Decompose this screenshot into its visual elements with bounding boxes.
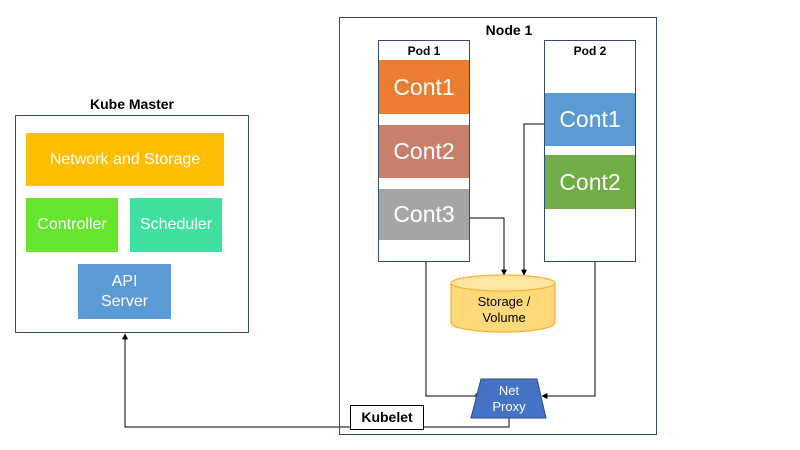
pod1-frame [378, 40, 470, 262]
cont3-to-storage-arrow [469, 217, 507, 276]
net-proxy-label-line1: Net [498, 382, 520, 398]
net-proxy-label-line2: Proxy [492, 399, 526, 414]
scheduler-box: Scheduler [130, 198, 222, 252]
kube-master-frame [15, 115, 249, 333]
pod2-cont1-to-storage-arrow [521, 123, 545, 276]
api-server-label-line1: API [111, 272, 138, 290]
node1-frame [339, 17, 657, 435]
pod2-cont2-box: Cont2 [545, 155, 635, 209]
pod2-cont1-box: Cont1 [545, 93, 635, 146]
netproxy-to-apiserver-arrow [122, 333, 510, 428]
api-server-label-line2: Server [100, 292, 149, 310]
net-proxy-shape [470, 378, 547, 419]
pod1-cont3-box: Cont3 [379, 189, 469, 240]
storage-label-line1: Storage / [477, 293, 531, 309]
storage-volume-cylinder [450, 274, 556, 333]
pod1-cont2-box: Cont2 [379, 125, 469, 178]
kubelet-box: Kubelet [350, 405, 424, 430]
pod2-title: Pod 2 [573, 44, 607, 58]
controller-box: Controller [26, 198, 118, 252]
pod1-title: Pod 1 [407, 44, 441, 58]
pod2-to-netproxy-arrow [541, 262, 596, 399]
net-proxy-label: Net Proxy [474, 380, 544, 418]
node1-title: Node 1 [485, 22, 533, 38]
pod1-to-netproxy-arrow [425, 262, 482, 399]
pod1-cont1-box: Cont1 [379, 60, 469, 114]
pod2-frame [544, 40, 636, 262]
storage-volume-label: Storage / Volume [451, 290, 557, 330]
api-server-box: API Server [78, 264, 171, 319]
network-and-storage-box: Network and Storage [26, 133, 224, 186]
storage-label-line2: Volume [482, 310, 526, 325]
kube-master-title: Kube Master [89, 96, 175, 112]
